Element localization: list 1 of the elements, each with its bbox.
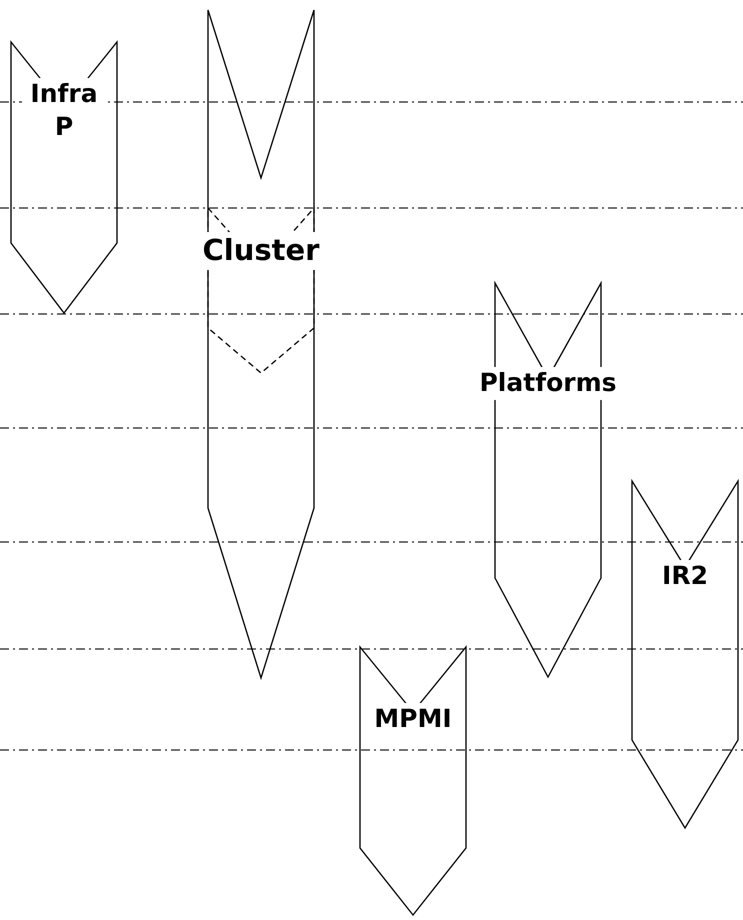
chevron-label: Cluster <box>200 232 322 270</box>
